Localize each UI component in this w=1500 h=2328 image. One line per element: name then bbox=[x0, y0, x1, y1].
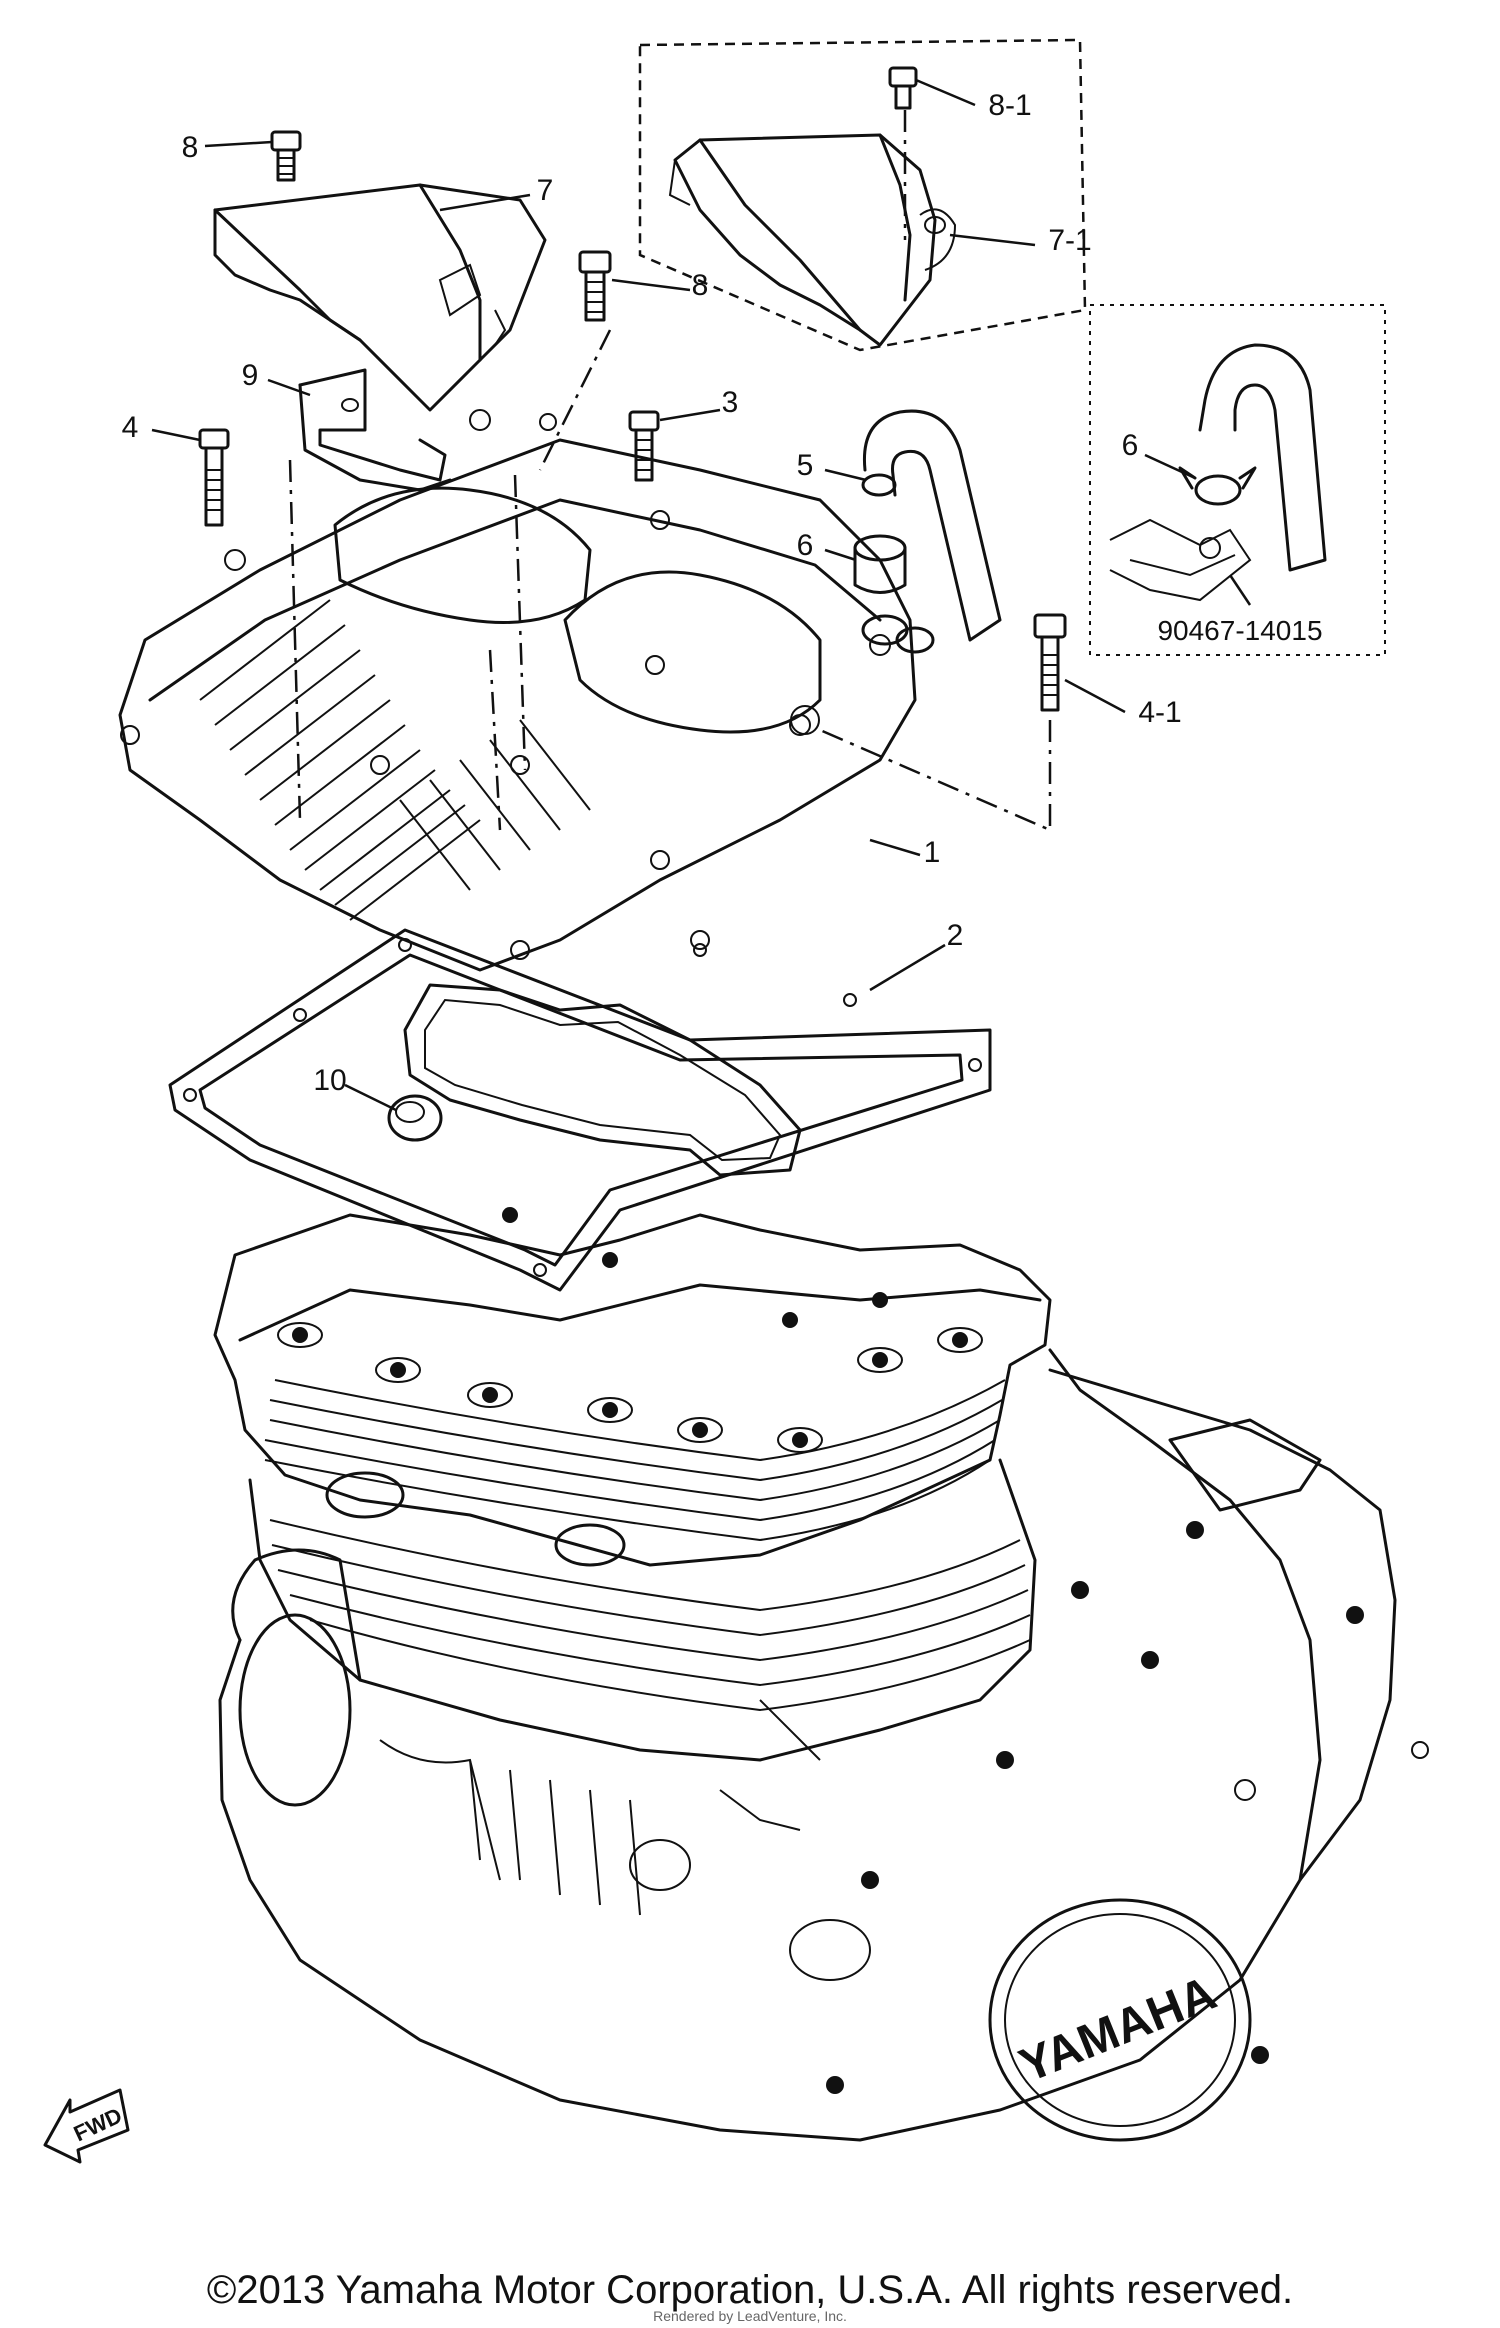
copyright-notice: ©2013 Yamaha Motor Corporation, U.S.A. A… bbox=[206, 2268, 1294, 2312]
callout-6: 6 bbox=[797, 529, 814, 562]
inset-box-90467-14015 bbox=[1089, 304, 1386, 656]
cover-7 bbox=[213, 183, 547, 412]
callout-5: 5 bbox=[797, 449, 814, 482]
yamaha-cover bbox=[988, 1898, 1252, 2142]
callout-9: 9 bbox=[242, 359, 259, 392]
cylinder-head-cover-1 bbox=[118, 409, 935, 972]
engine-block: YAMAHA bbox=[213, 1207, 1429, 2142]
hose-5 bbox=[861, 409, 1002, 642]
callout-3: 3 bbox=[722, 386, 739, 419]
rendered-by-notice: Rendered by LeadVenture, Inc. bbox=[653, 2308, 847, 2324]
callout-6-inset: 6 bbox=[1122, 429, 1139, 462]
bracket-9 bbox=[298, 368, 452, 492]
bolt-3 bbox=[628, 410, 660, 482]
callout-8-b: 8 bbox=[692, 269, 709, 302]
fwd-arrow: FWD bbox=[43, 2088, 130, 2164]
bolt-8 bbox=[270, 130, 302, 182]
callout-10: 10 bbox=[313, 1064, 346, 1097]
leader-lines bbox=[151, 78, 1252, 1112]
callout-8-1: 8-1 bbox=[988, 89, 1031, 122]
callout-7: 7 bbox=[537, 174, 554, 207]
bolt-4 bbox=[198, 428, 230, 527]
gasket-2 bbox=[168, 928, 992, 1292]
part-number-label: 90467-14015 bbox=[1157, 615, 1322, 646]
callout-1: 1 bbox=[924, 836, 941, 869]
callout-4: 4 bbox=[122, 411, 139, 444]
callout-7-1: 7-1 bbox=[1048, 224, 1091, 257]
bolt-8-b bbox=[578, 250, 612, 322]
yamaha-logo: YAMAHA bbox=[1012, 1967, 1223, 2093]
callout-8: 8 bbox=[182, 131, 199, 164]
bolt-4-1 bbox=[1033, 613, 1067, 712]
callout-4-1: 4-1 bbox=[1138, 696, 1181, 729]
callout-labels: 8 7 8 9 4 3 8-1 7-1 5 6 6 4-1 1 2 10 904… bbox=[122, 89, 1323, 1097]
cap-6 bbox=[853, 534, 907, 594]
plug-10 bbox=[387, 1094, 443, 1142]
inset-box-8-1-7-1 bbox=[638, 38, 1087, 352]
callout-2: 2 bbox=[947, 919, 964, 952]
